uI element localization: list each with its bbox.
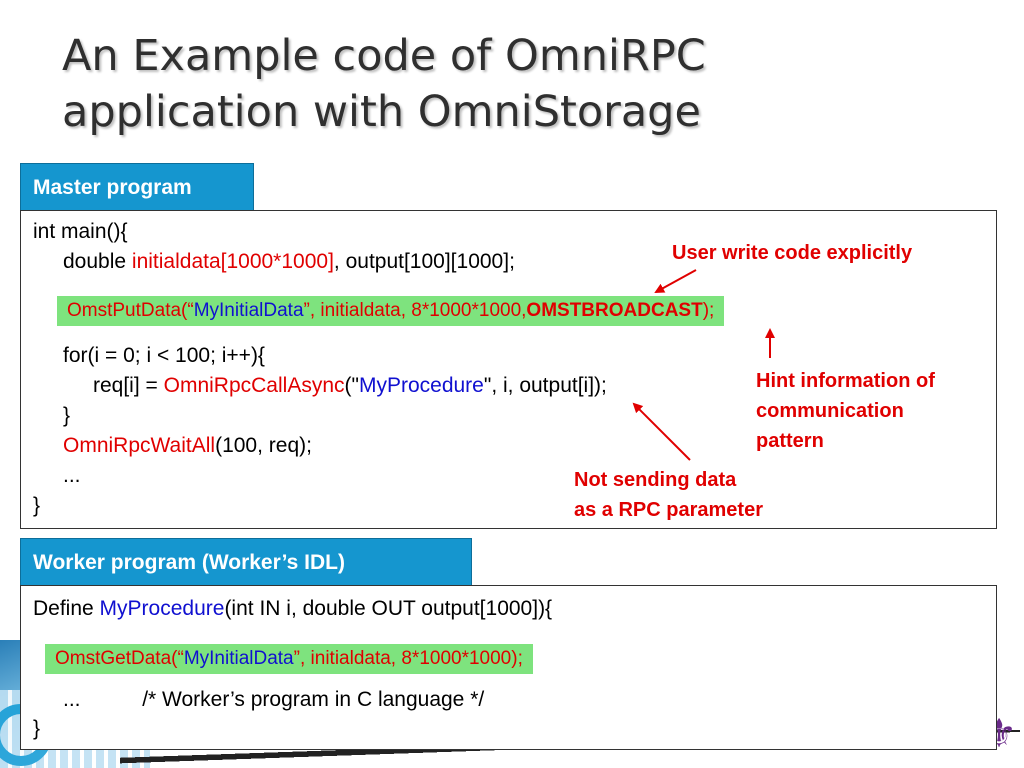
master-program-tab: Master program	[20, 163, 254, 211]
code-line-define: Define MyProcedure(int IN i, double OUT …	[33, 596, 552, 622]
slide-title-line2: application with OmniStorage	[62, 87, 701, 137]
annotation-explicit: User write code explicitly	[672, 242, 913, 264]
worker-program-tab: Worker program (Worker’s IDL)	[20, 538, 472, 586]
slide-title-line1: An Example code of OmniRPC	[62, 31, 706, 81]
worker-code-box: Define MyProcedure(int IN i, double OUT …	[20, 585, 997, 750]
code-comment: /* Worker’s program in C language */	[142, 688, 485, 711]
annotation-hint-line: Hint information of	[756, 370, 935, 392]
code-token: OmstPutData(“	[67, 300, 194, 321]
code-line-wait-all: OmniRpcWaitAll(100, req);	[63, 433, 312, 459]
annotation-hint-line: communication	[756, 400, 904, 422]
code-token: Define	[33, 597, 100, 620]
annotation-not-sending-line: as a RPC parameter	[574, 499, 763, 521]
annotation-hint-line: pattern	[756, 430, 824, 452]
code-token: ", i, output[i]);	[483, 374, 607, 397]
code-line-worker-close: }	[33, 717, 41, 740]
code-token-data-name: MyInitialData	[183, 648, 294, 669]
annotation-not-sending-line: Not sending data	[574, 469, 737, 491]
code-line-ellipsis: ...	[63, 464, 81, 487]
code-token: double	[63, 250, 132, 273]
code-line-worker-body: ... /* Worker’s program in C language */	[63, 687, 484, 713]
code-token: ”, initialdata, 8*1000*1000,	[303, 300, 527, 321]
code-token: (int IN i, double OUT output[1000]){	[224, 597, 553, 620]
code-line-declare: double initialdata[1000*1000], output[10…	[63, 249, 515, 275]
master-code-box: int main(){ double initialdata[1000*1000…	[20, 210, 997, 529]
code-token: , output[100][1000];	[333, 250, 515, 273]
code-token-wait-all: OmniRpcWaitAll	[63, 434, 216, 457]
arrow-to-initialdata	[654, 269, 697, 293]
code-line-main: int main(){	[33, 220, 128, 243]
code-token: ”, initialdata, 8*1000*1000);	[293, 648, 523, 669]
slide-title: An Example code of OmniRPC application w…	[62, 28, 962, 140]
code-token: ...	[63, 688, 81, 711]
code-token-data-name: MyInitialData	[193, 300, 304, 321]
code-token-broadcast-hint: OMSTBROADCAST	[526, 300, 703, 321]
annotation-not-sending: Not sending data as a RPC parameter	[574, 465, 763, 525]
omst-get-data-line: OmstGetData(“MyInitialData”, initialdata…	[45, 644, 533, 674]
omst-put-data-line: OmstPutData(“MyInitialData”, initialdata…	[57, 296, 725, 326]
code-token: req[i] =	[93, 374, 164, 397]
annotation-hint: Hint information of communication patter…	[756, 366, 935, 456]
code-token-procedure-name: MyProcedure	[99, 597, 225, 620]
code-line-call-async: req[i] = OmniRpcCallAsync("MyProcedure",…	[93, 373, 607, 399]
code-line-close-outer: }	[33, 494, 41, 517]
code-token: );	[702, 300, 715, 321]
code-line-close-inner: }	[63, 404, 71, 427]
code-token-procedure-name: MyProcedure	[358, 374, 484, 397]
code-token: OmstGetData(“	[55, 648, 184, 669]
code-token-call-async: OmniRpcCallAsync	[163, 374, 345, 397]
code-line-for: for(i = 0; i < 100; i++){	[63, 344, 265, 367]
code-token: ("	[344, 374, 359, 397]
code-token: (100, req);	[215, 434, 312, 457]
code-token-initialdata: initialdata[1000*1000]	[131, 250, 334, 273]
arrow-to-call-async	[632, 402, 691, 461]
